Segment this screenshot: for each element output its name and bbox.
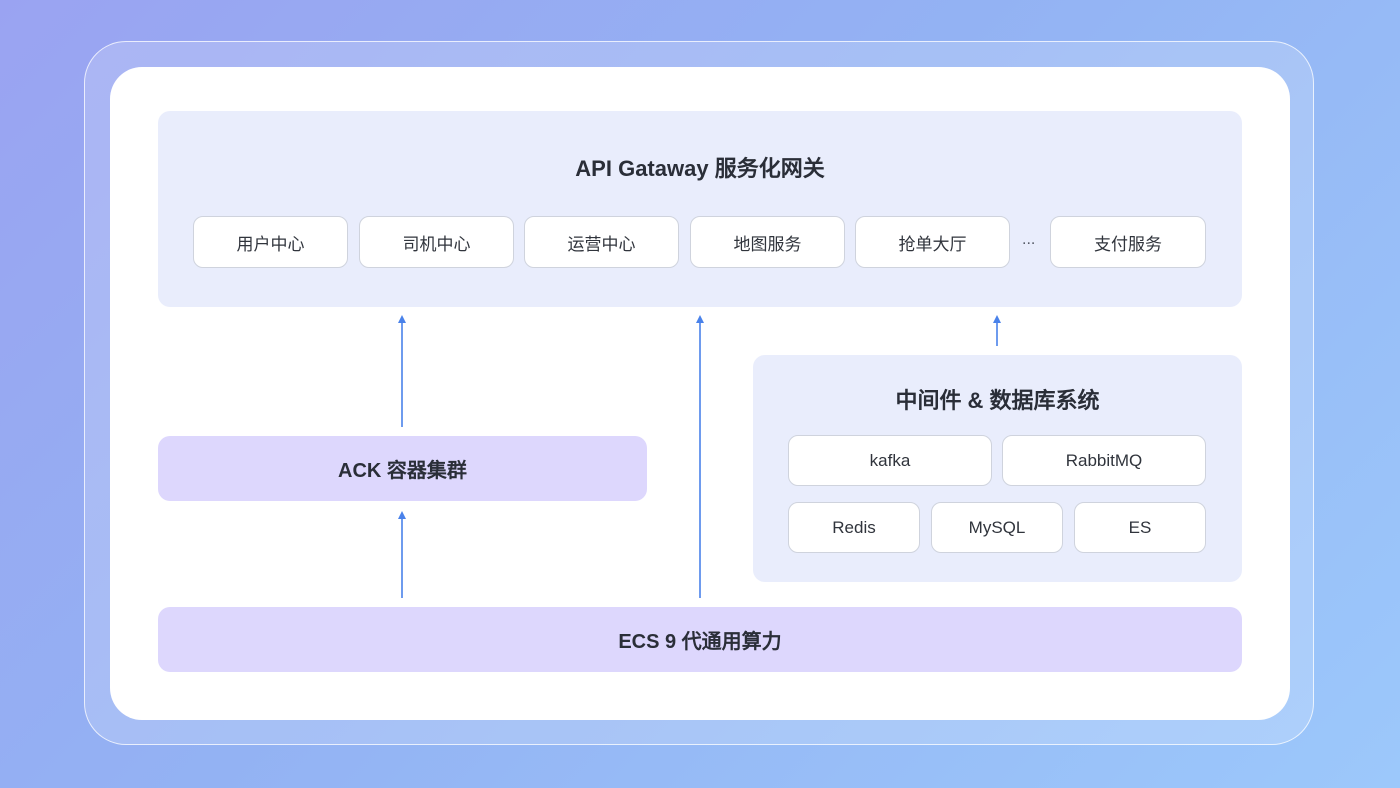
service-chip-driver-center: 司机中心: [359, 216, 514, 268]
middleware-chip-redis: Redis: [788, 502, 920, 553]
middleware-chip-kafka: kafka: [788, 435, 992, 486]
middleware-title: 中间件 & 数据库系统: [895, 388, 1100, 413]
service-chip-map-service: 地图服务: [690, 216, 845, 268]
api-gateway-panel: API Gataway 服务化网关 用户中心 司机中心 运营中心 地图服务 抢单…: [158, 111, 1242, 307]
service-chip-user-center: 用户中心: [193, 216, 348, 268]
middleware-chip-mysql: MySQL: [931, 502, 1063, 553]
ack-cluster-panel: ACK 容器集群: [158, 436, 647, 501]
service-chip-operations-center: 运营中心: [524, 216, 679, 268]
ecs-compute-label: ECS 9 代通用算力: [618, 631, 782, 653]
ack-cluster-label: ACK 容器集群: [338, 460, 467, 482]
middleware-chip-es: ES: [1074, 502, 1206, 553]
middleware-chip-rabbitmq: RabbitMQ: [1002, 435, 1206, 486]
ecs-compute-panel: ECS 9 代通用算力: [158, 607, 1242, 672]
middleware-panel: 中间件 & 数据库系统 kafka RabbitMQ Redis MySQL E…: [753, 355, 1242, 582]
service-chip-order-hall: 抢单大厅: [855, 216, 1010, 268]
more-services-ellipsis: ...: [1022, 231, 1036, 248]
service-chip-payment-service: 支付服务: [1050, 216, 1206, 268]
api-gateway-title: API Gataway 服务化网关: [575, 156, 825, 181]
